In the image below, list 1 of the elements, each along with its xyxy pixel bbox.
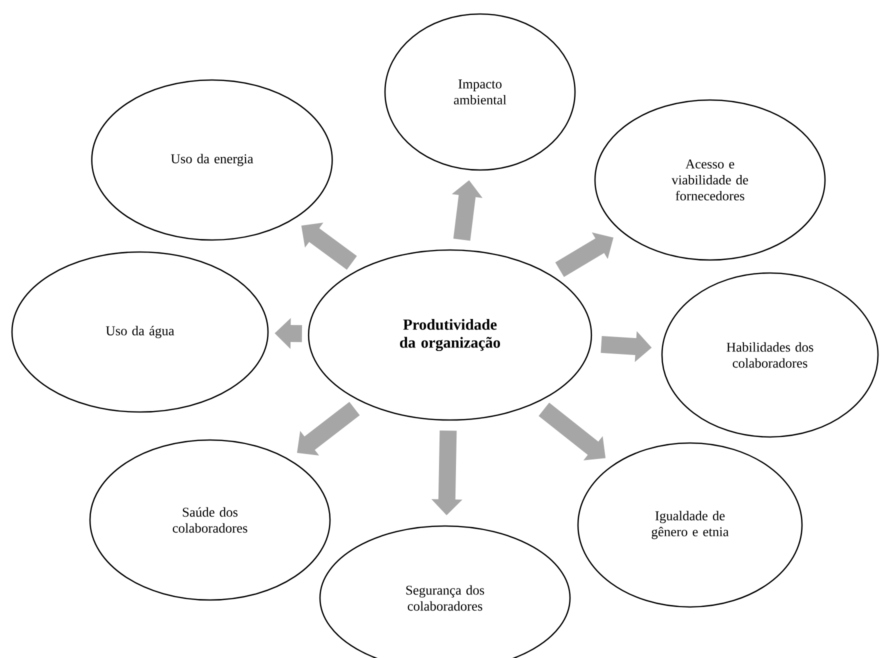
block-arrow	[297, 402, 360, 456]
